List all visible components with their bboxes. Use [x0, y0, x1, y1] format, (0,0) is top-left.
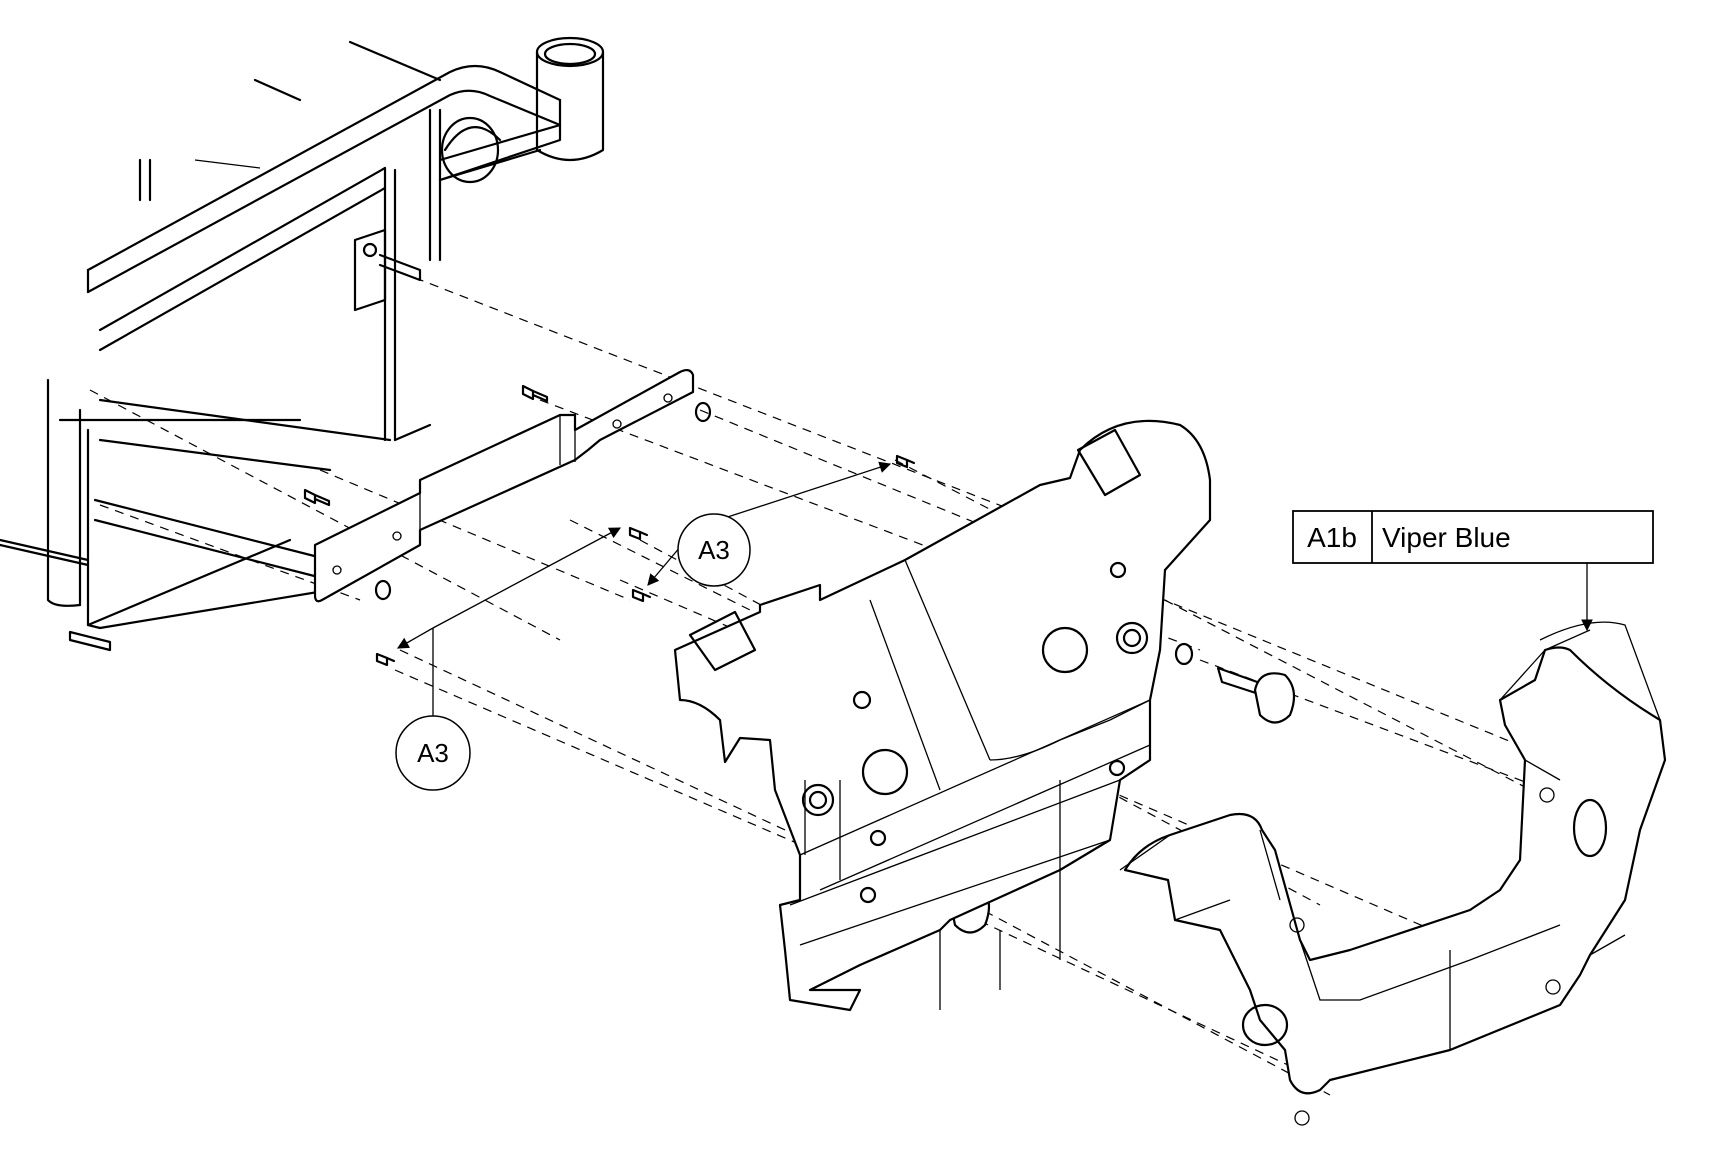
small-screw [628, 526, 649, 541]
small-screw [375, 652, 396, 667]
washer [374, 579, 392, 601]
callout-a3-upper: A3 [647, 461, 892, 587]
screw [521, 384, 549, 403]
thumb-knob [1216, 666, 1296, 724]
screw [303, 488, 331, 507]
rear-shroud-a1b [1119, 621, 1667, 1126]
chassis-frame [0, 36, 605, 652]
callout-label: A3 [698, 535, 730, 565]
callout-circle [677, 513, 751, 587]
washer [694, 401, 712, 423]
mounting-bracket [313, 368, 695, 603]
callout-label: A3 [417, 738, 449, 768]
callout-a3-lower: A3 [395, 527, 622, 791]
rear-shroud-center [673, 419, 1212, 1012]
small-screw [895, 454, 916, 469]
part-tag: A1b Viper Blue [1292, 510, 1654, 632]
small-screw [631, 588, 652, 603]
callout-circle [395, 715, 471, 791]
part-description: Viper Blue [1382, 522, 1511, 553]
part-code: A1b [1307, 522, 1357, 553]
washer [1174, 642, 1194, 666]
